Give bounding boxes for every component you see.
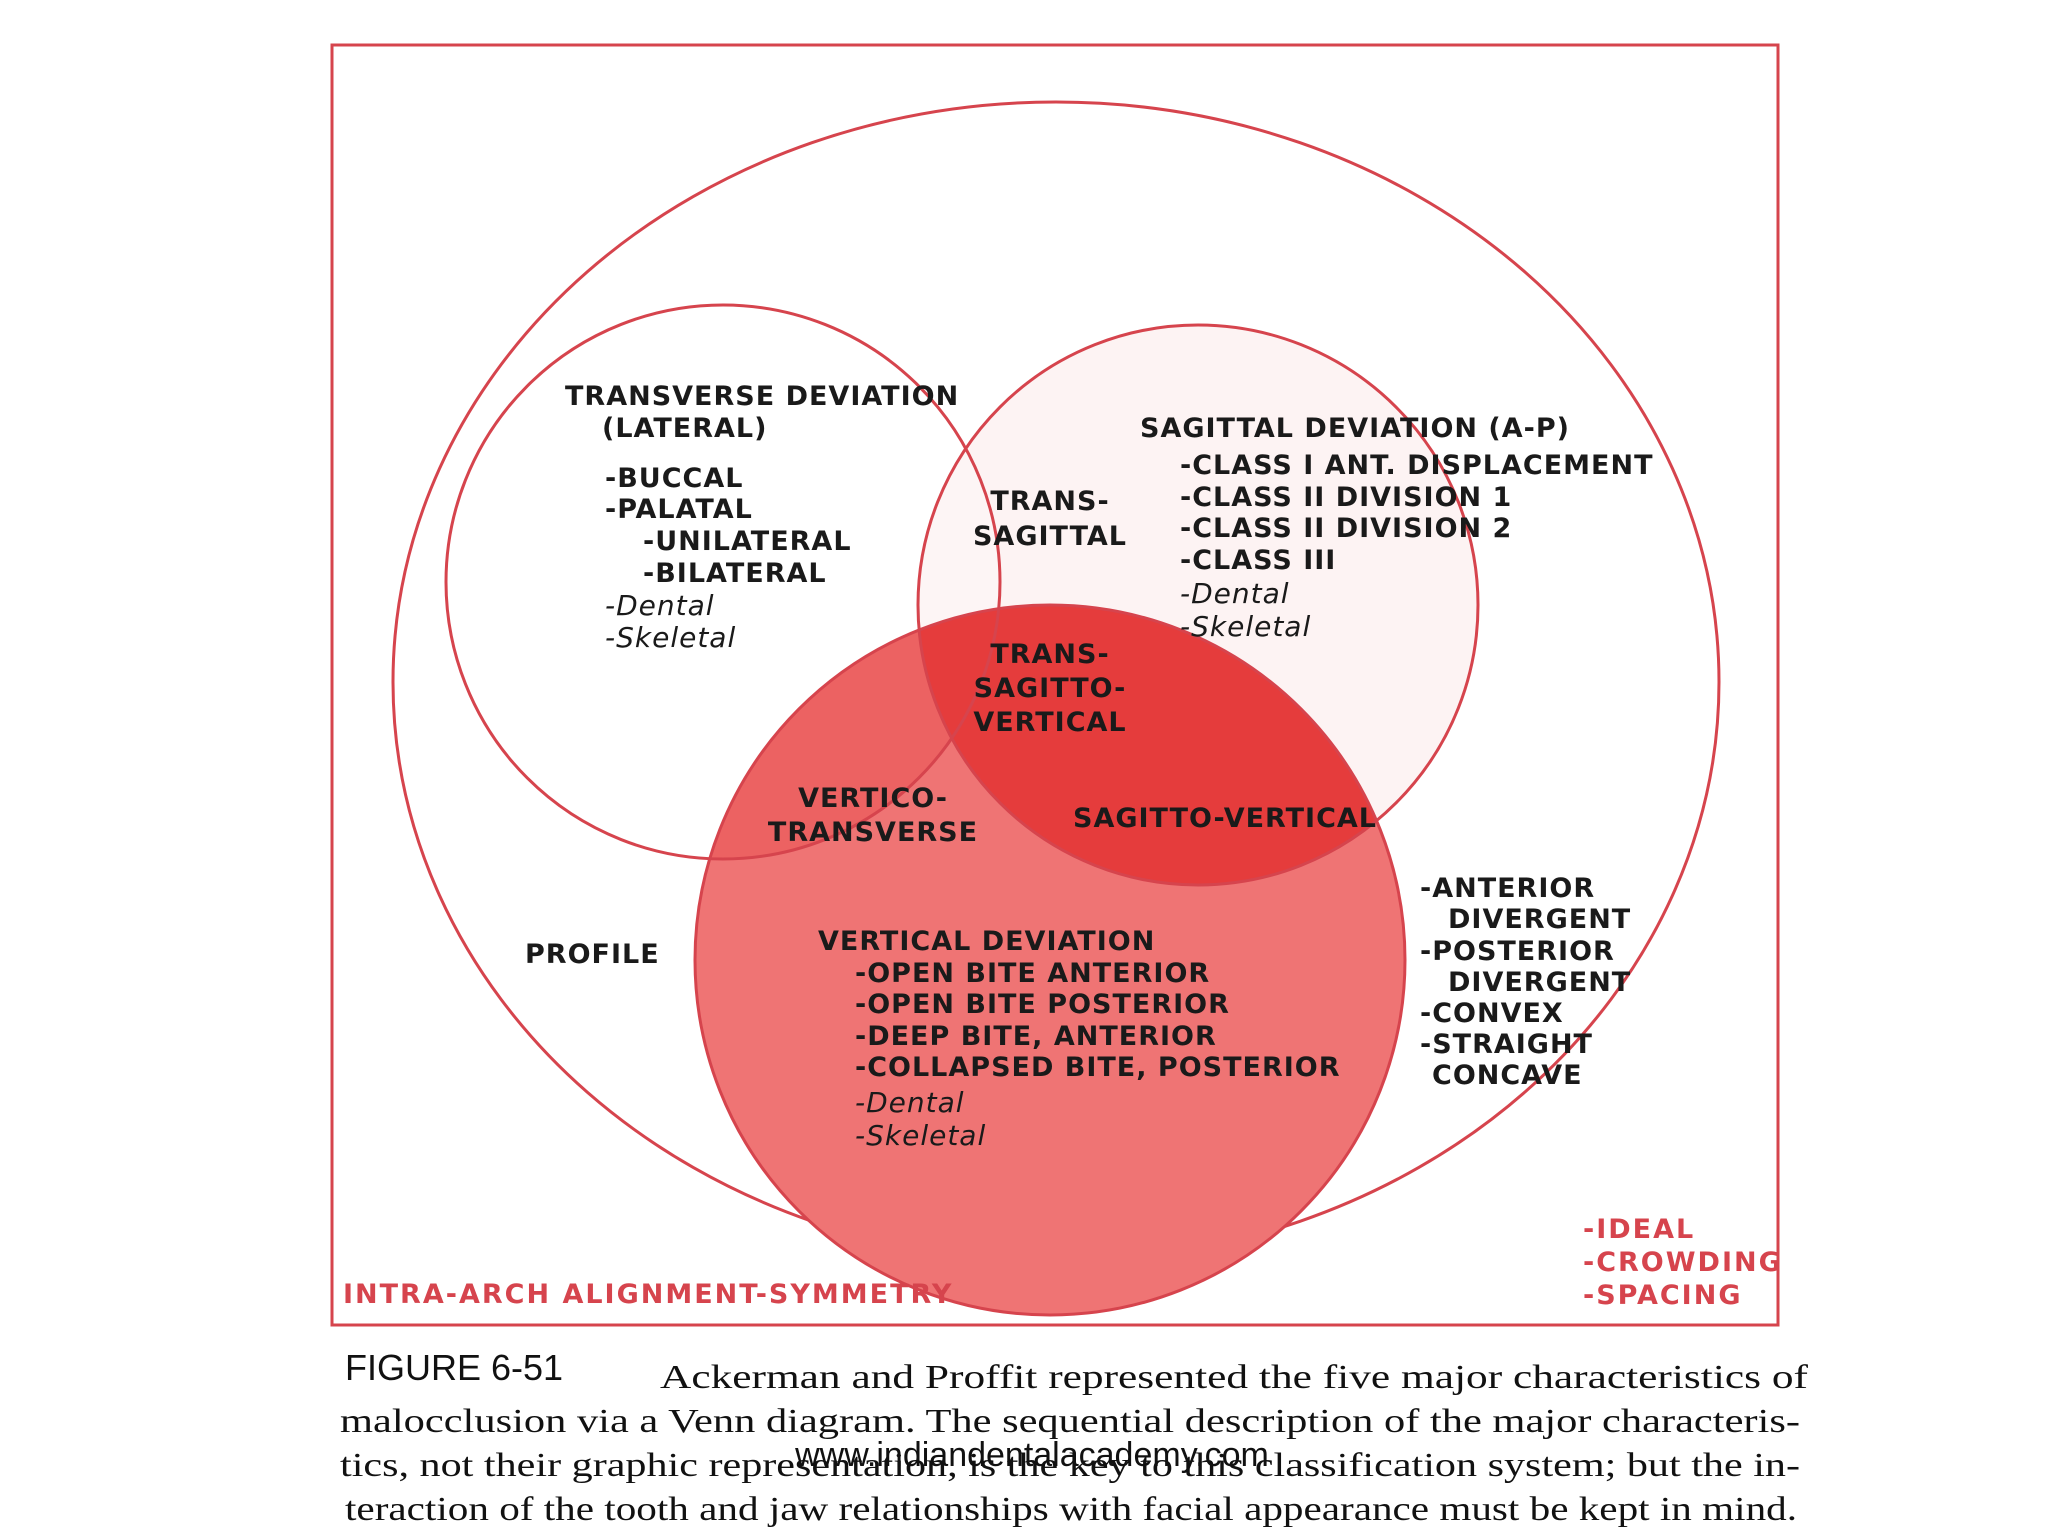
vertical-item: -OPEN BITE POSTERIOR xyxy=(855,989,1230,1020)
vertico-transverse-label: VERTICO- xyxy=(798,783,948,814)
transverse-item: -BILATERAL xyxy=(643,558,827,589)
trans-sagitto-vertical-label: VERTICAL xyxy=(973,707,1126,738)
sagitto-vertical-region xyxy=(918,605,1405,885)
caption-line: tics, not their graphic representation, … xyxy=(340,1447,1800,1484)
figure-number: FIGURE 6-51 xyxy=(345,1347,563,1388)
vertical-item: -OPEN BITE ANTERIOR xyxy=(855,958,1210,989)
sagittal-dental: -Dental xyxy=(1180,577,1290,610)
sagittal-item: -CLASS II DIVISION 2 xyxy=(1180,513,1512,544)
vertical-skeletal: -Skeletal xyxy=(855,1119,986,1152)
profile-item: -STRAIGHT xyxy=(1420,1029,1593,1060)
trans-sagittal-label: TRANS- xyxy=(990,486,1109,517)
vertico-transverse-region xyxy=(695,605,1000,859)
transverse-item: -UNILATERAL xyxy=(643,526,852,557)
profile-item: DIVERGENT xyxy=(1448,967,1631,998)
sagittal-item: -CLASS II DIVISION 1 xyxy=(1180,482,1512,513)
sagittal-skeletal: -Skeletal xyxy=(1180,610,1311,643)
alignment-item: -SPACING xyxy=(1583,1280,1742,1311)
vertico-transverse-label: TRANSVERSE xyxy=(768,817,978,848)
transverse-dental: -Dental xyxy=(605,589,715,622)
transverse-skeletal: -Skeletal xyxy=(605,621,736,654)
profile-item: CONCAVE xyxy=(1432,1060,1583,1091)
trans-sagitto-vertical-label: SAGITTO- xyxy=(974,673,1127,704)
transverse-item: -BUCCAL xyxy=(605,463,743,494)
alignment-item: -IDEAL xyxy=(1583,1214,1695,1245)
watermark-text: www.indiandentalacademy.com xyxy=(794,1436,1269,1474)
profile-item: -CONVEX xyxy=(1420,998,1564,1029)
caption-line: teraction of the tooth and jaw relations… xyxy=(345,1491,1797,1528)
transverse-circle xyxy=(444,303,1002,861)
vertical-title: VERTICAL DEVIATION xyxy=(818,926,1155,957)
sagittal-item: -CLASS III xyxy=(1180,545,1336,576)
sagitto-vertical-label: SAGITTO-VERTICAL xyxy=(1073,803,1377,834)
profile-title: PROFILE xyxy=(525,939,660,970)
caption-line: Ackerman and Proffit represented the fiv… xyxy=(660,1359,1809,1396)
sagittal-circle xyxy=(916,323,1480,887)
trans-sagittal-label: SAGITTAL xyxy=(973,521,1127,552)
trans-sagitto-vertical-label: TRANS- xyxy=(990,639,1109,670)
transverse-subtitle: (LATERAL) xyxy=(602,413,767,444)
profile-item: DIVERGENT xyxy=(1448,904,1631,935)
sagittal-item: -CLASS I ANT. DISPLACEMENT xyxy=(1180,450,1654,481)
vertical-dental: -Dental xyxy=(855,1086,965,1119)
profile-item: -POSTERIOR xyxy=(1420,936,1615,967)
transverse-title: TRANSVERSE DEVIATION xyxy=(565,381,959,412)
vertical-item: -COLLAPSED BITE, POSTERIOR xyxy=(855,1052,1341,1083)
transverse-item: -PALATAL xyxy=(605,494,753,525)
profile-item: -ANTERIOR xyxy=(1420,873,1595,904)
alignment-item: -CROWDING xyxy=(1583,1247,1783,1278)
vertical-item: -DEEP BITE, ANTERIOR xyxy=(855,1021,1217,1052)
alignment-title: INTRA-ARCH ALIGNMENT-SYMMETRY xyxy=(343,1279,953,1310)
sagittal-title: SAGITTAL DEVIATION (A-P) xyxy=(1140,413,1570,444)
vertical-circle xyxy=(693,603,1407,1317)
caption-line: malocclusion via a Venn diagram. The seq… xyxy=(340,1403,1800,1440)
